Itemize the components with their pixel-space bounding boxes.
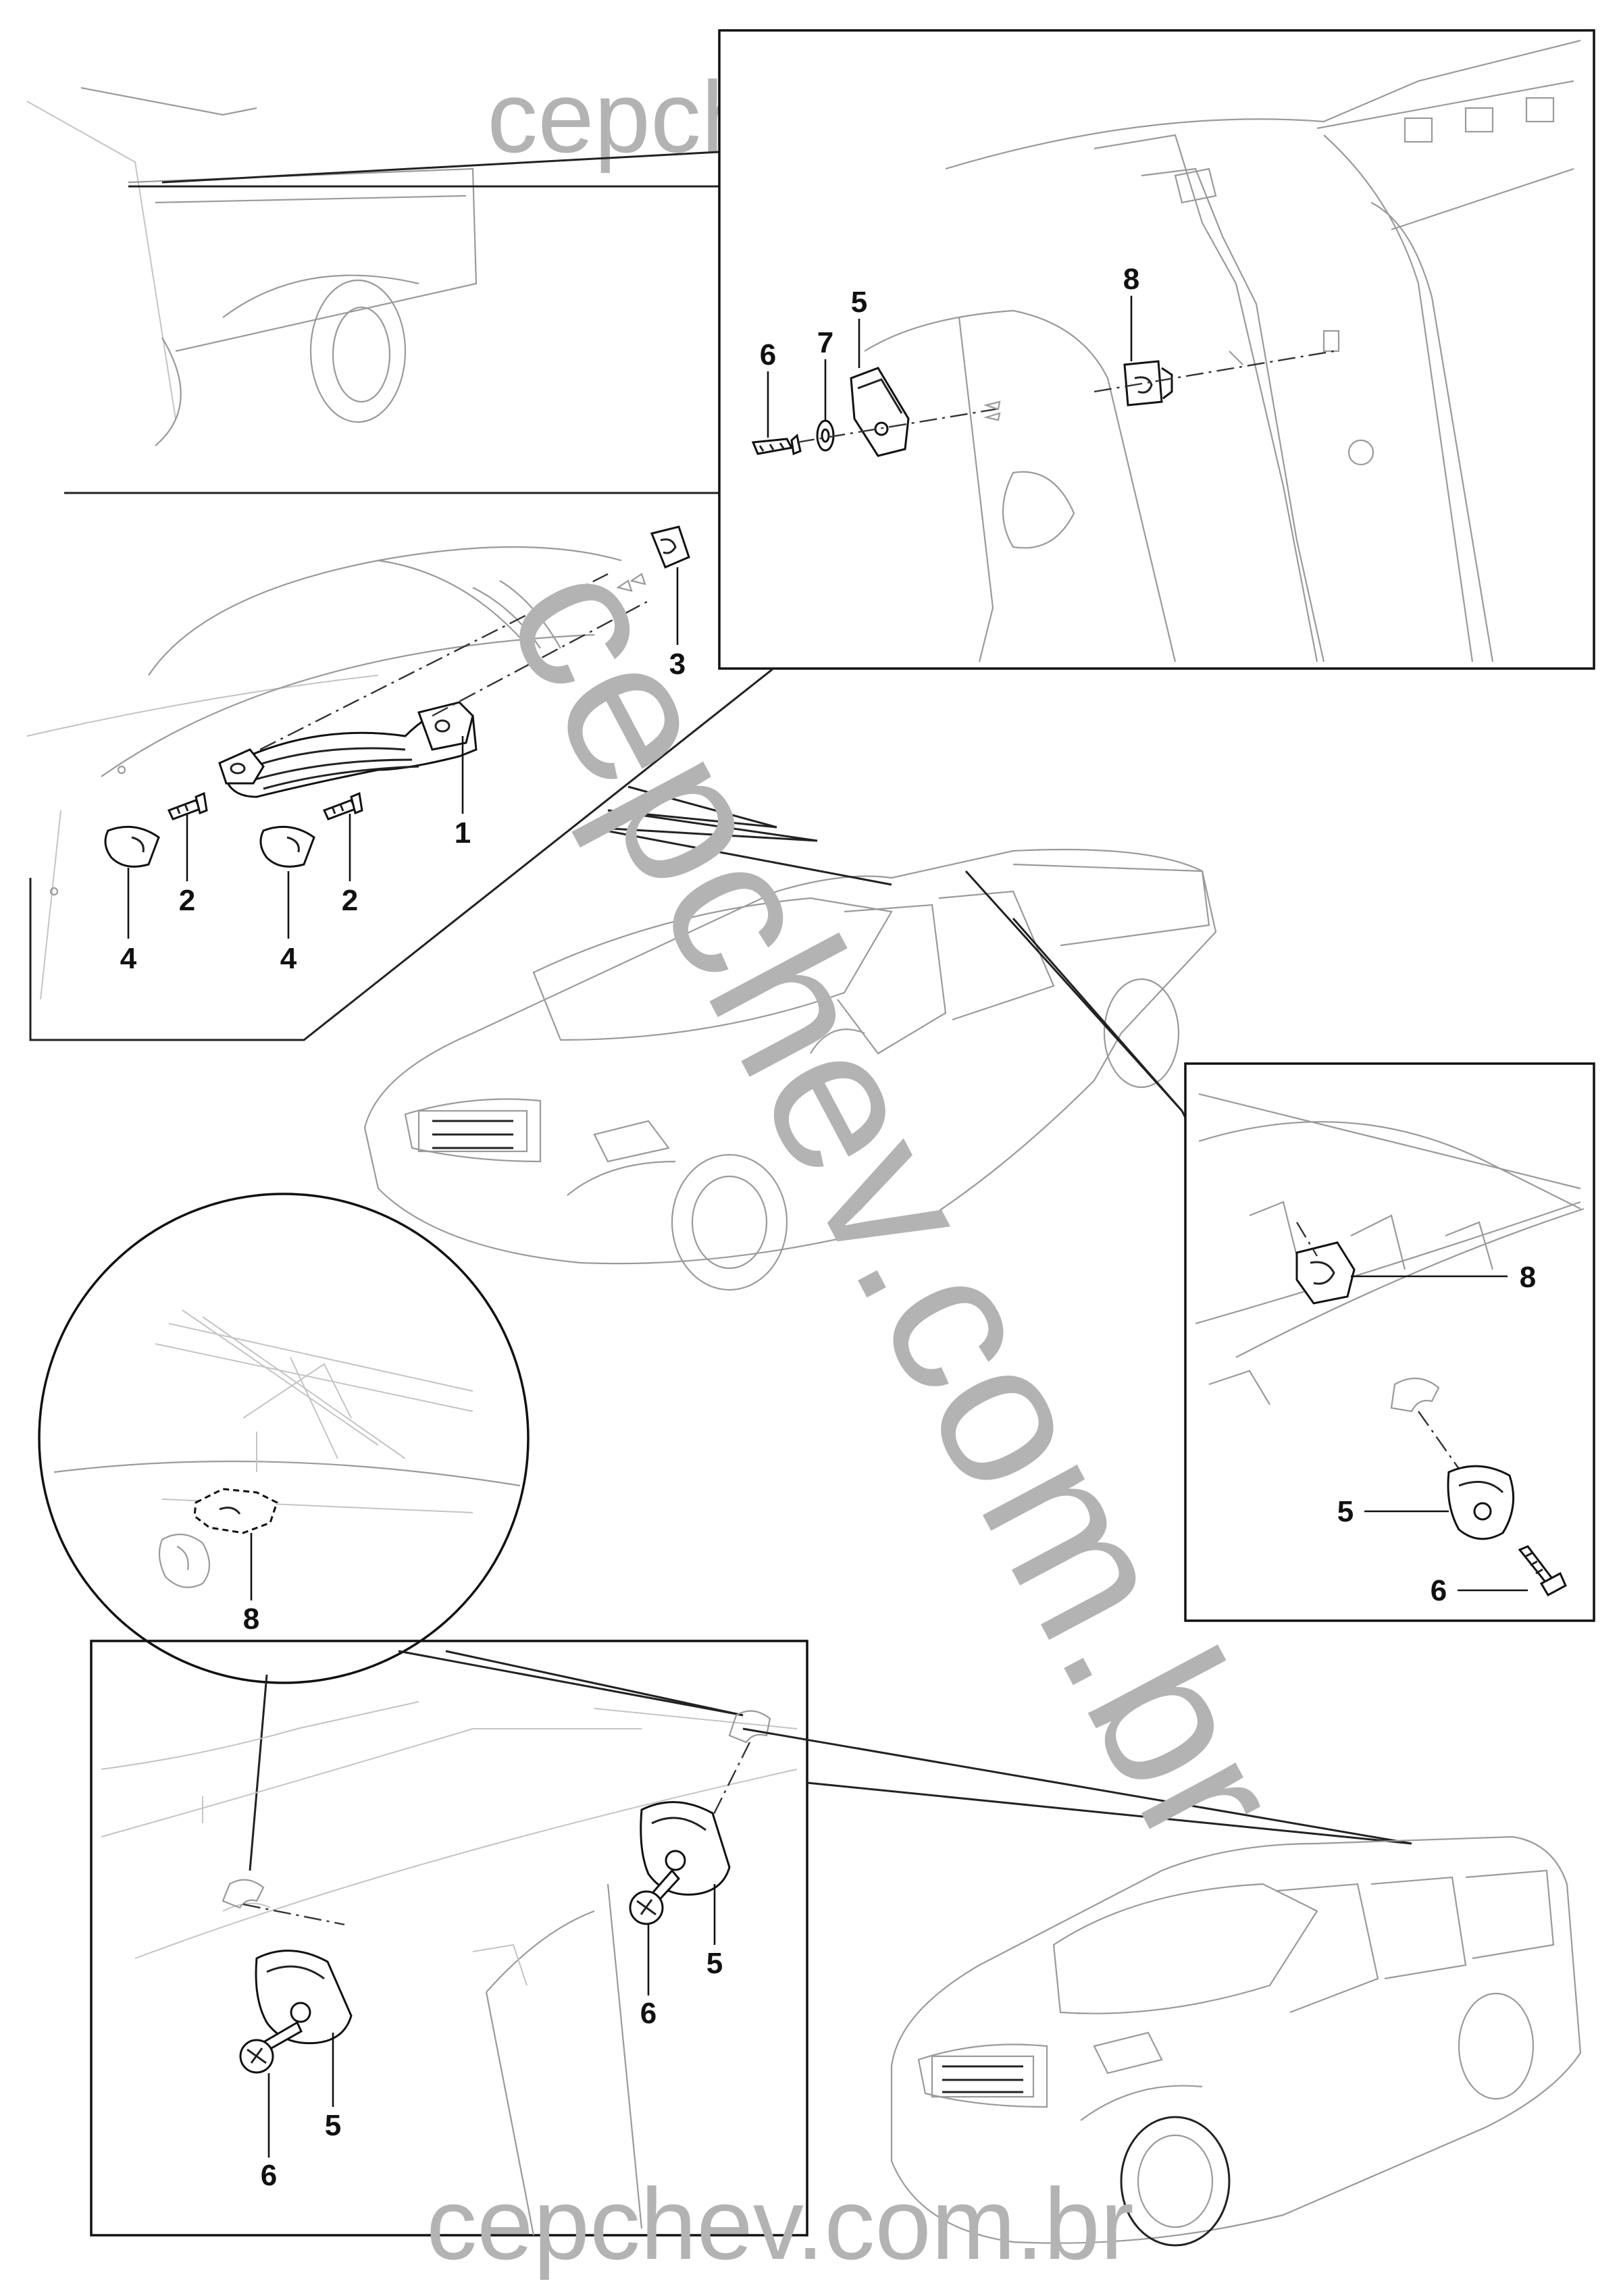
callout-4-cap-right: 4 <box>280 942 297 975</box>
callout-4-cap-left: 4 <box>120 942 137 975</box>
handle-detail-frame <box>29 667 774 1041</box>
handle-axis-lower <box>432 600 649 717</box>
suv-illustration <box>890 1835 1582 2247</box>
callout-6-lower-left: 6 <box>261 2159 277 2192</box>
callout-2-screw-left: 2 <box>179 884 195 917</box>
callout-6-top-inset: 6 <box>760 338 776 371</box>
watermark-bottom: cepchev.com.br <box>426 2167 1134 2280</box>
suv-interior-sketch <box>101 1701 798 2236</box>
roof-pillar-sketch <box>864 39 1581 662</box>
roof-interior-sketch <box>26 546 622 1000</box>
clip-8-right-inset <box>1295 1241 1356 1305</box>
callout-5-top-inset: 5 <box>851 286 867 319</box>
assembly-axis-top-inset <box>796 407 1000 444</box>
callout-2-screw-right: 2 <box>342 884 358 917</box>
screw-2-left <box>167 791 208 820</box>
cover-5-right-inset <box>1447 1465 1515 1540</box>
clip-outline-lower-left <box>222 1879 265 1909</box>
pointer-line-top <box>161 151 720 184</box>
screw-2-right <box>322 791 363 820</box>
clip-outline-circle <box>158 1534 210 1588</box>
assist-handle-1 <box>218 701 478 798</box>
callout-6-upper-right: 6 <box>640 1997 657 2030</box>
clip-outline-right-inset <box>1390 1378 1440 1413</box>
cap-4-left <box>104 825 160 868</box>
clip-axis-top-inset <box>1093 350 1335 393</box>
circle-detail <box>38 1193 530 1684</box>
clip-8-circle-dashed <box>193 1488 278 1534</box>
clip-3 <box>650 525 690 569</box>
inset-frame-right <box>1184 1062 1595 1622</box>
callout-7-top-inset: 7 <box>817 326 833 359</box>
pickup-truck-illustration <box>363 848 1217 1291</box>
callout-6-right-inset: 6 <box>1431 1574 1447 1607</box>
callout-1-handle: 1 <box>455 816 471 850</box>
inset-frame-top-right <box>718 29 1595 670</box>
headliner-sketch <box>1195 1093 1585 1405</box>
cover-5-top-inset <box>850 367 910 457</box>
screw-6-lower-left <box>239 2020 303 2074</box>
pickup-rear-sketch <box>26 86 478 446</box>
pointer-lines-suv <box>742 1727 1412 1845</box>
callout-8-top-inset: 8 <box>1123 263 1139 296</box>
screw-6-right-inset <box>1518 1545 1567 1597</box>
handle-axis-upper <box>259 573 609 751</box>
clip-axis-right-inset <box>1295 1222 1318 1257</box>
callout-8-circle: 8 <box>243 1602 259 1636</box>
callout-3-clip: 3 <box>669 648 686 681</box>
washer-7-top-inset <box>816 419 835 452</box>
cover-5-lower-left <box>255 1950 353 2045</box>
cover-5-upper-right <box>640 1801 731 1896</box>
clip-8-top-inset <box>1123 360 1173 407</box>
callout-8-right-inset: 8 <box>1520 1261 1536 1294</box>
callout-5-upper-right: 5 <box>706 1947 723 1980</box>
inset-frame-bottom-left <box>90 1640 808 2237</box>
clip-outline-upper-right <box>728 1710 771 1744</box>
screw-6-top-inset <box>751 434 802 456</box>
callout-5-lower-left: 5 <box>325 2109 341 2142</box>
cap-4-right <box>259 825 315 868</box>
callout-5-right-inset: 5 <box>1337 1495 1354 1528</box>
screw-6-upper-right <box>629 1869 680 1925</box>
